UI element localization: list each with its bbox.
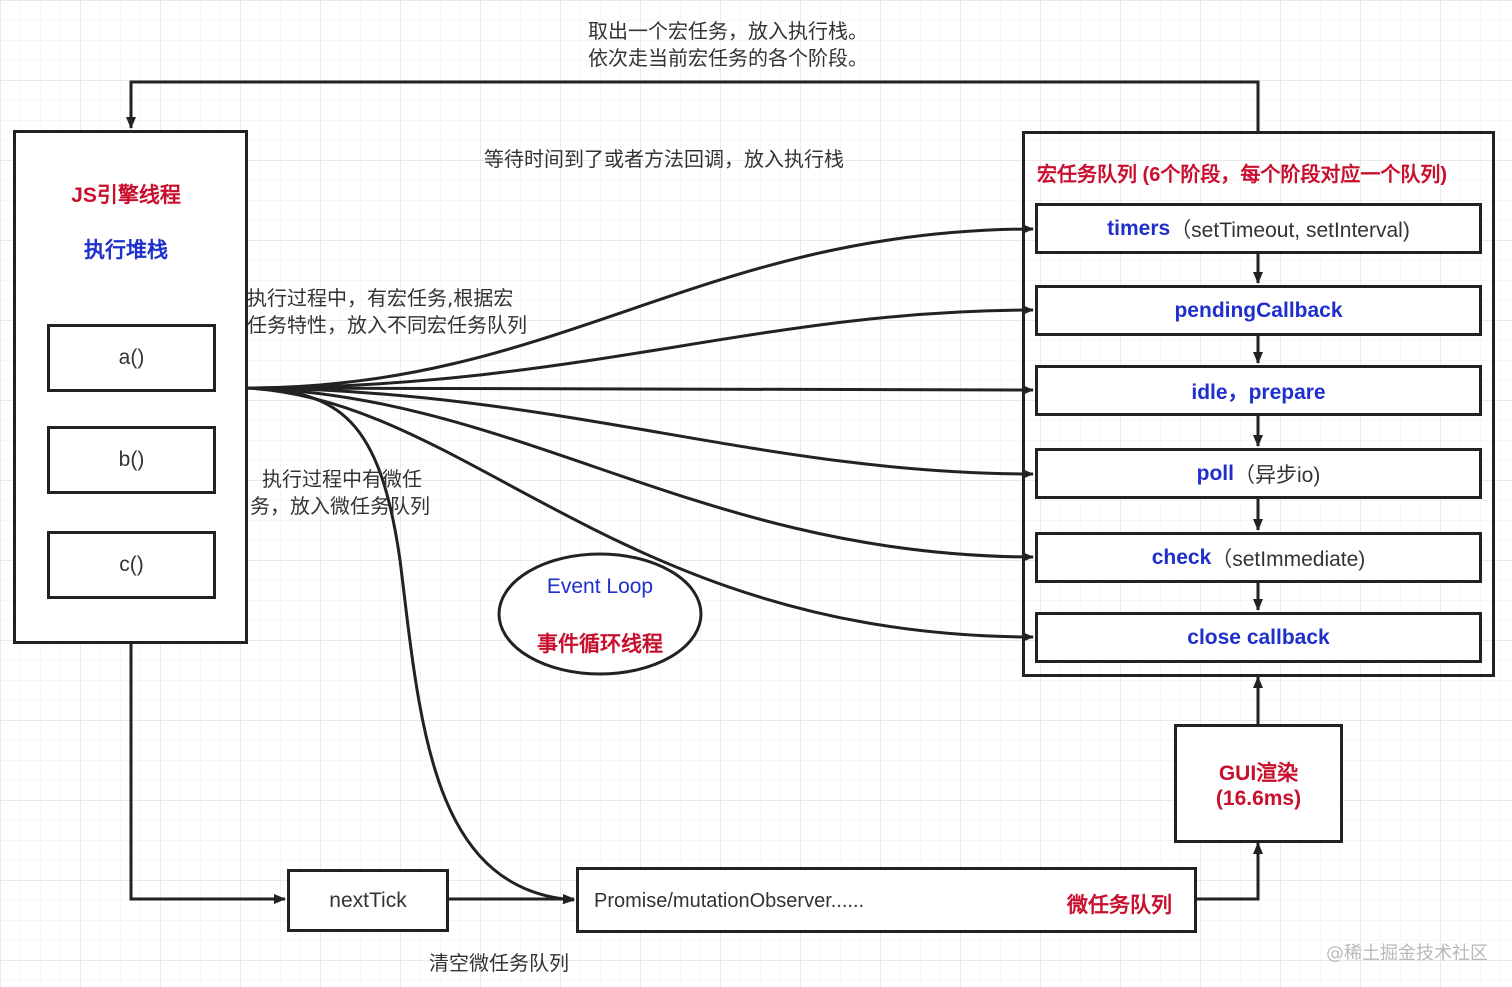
arrow-to-close [246,386,1034,642]
clear-note: 清空微任务队列 [429,951,569,975]
arrow-to-timers [246,224,1034,390]
stack-frame-b: b() [47,426,216,494]
top-note-line1: 取出一个宏任务，放入执行栈。 [588,19,868,43]
micro-note-line1: 执行过程中有微任 [262,467,422,491]
js-engine-subtitle: 执行堆栈 [84,239,168,262]
macro-note-line1: 执行过程中，有宏任务,根据宏 [247,286,514,310]
phase-idle-prepare: idle，prepare [1035,365,1482,416]
phase-name: close callback [1187,625,1330,649]
phase-poll: poll （异步io) [1035,448,1482,499]
macro-queue-box: 宏任务队列 (6个阶段，每个阶段对应一个队列) [1022,131,1495,677]
event-loop-ellipse [497,552,703,676]
phase-name: poll [1196,461,1234,485]
next-tick-label: nextTick [329,888,407,912]
stack-frame-label: a() [118,346,145,369]
phase-pending-callback: pendingCallback [1035,285,1482,336]
stack-frame-c: c() [47,531,216,599]
gui-render-interval: (16.6ms) [1215,786,1302,810]
arrow-to-idle [246,384,1034,395]
stack-frame-label: b() [118,448,145,471]
phase-name: idle，prepare [1191,380,1326,404]
phase-name: timers [1107,216,1171,240]
phase-timers: timers （setTimeout, setInterval) [1035,203,1482,254]
arrow-to-check [246,386,1034,562]
macro-queue-title: 宏任务队列 (6个阶段，每个阶段对应一个队列) [1037,164,1447,186]
arrow-micro-to-gui [1196,842,1263,901]
gui-render-box: GUI渲染 (16.6ms) [1174,724,1343,843]
micro-queue-content: Promise/mutationObserver...... [594,890,865,912]
top-note: 取出一个宏任务，放入执行栈。 依次走当前宏任务的各个阶段。 [588,18,868,72]
js-engine-title: JS引擎线程 [71,184,181,207]
top-note-line2: 依次走当前宏任务的各个阶段。 [588,46,868,70]
next-tick-box: nextTick [287,869,449,932]
micro-note: 执行过程中有微任 务，放入微任务队列 [250,466,430,520]
macro-note: 执行过程中，有宏任务,根据宏 任务特性，放入不同宏任务队列 [247,285,527,339]
stack-frame-label: c() [119,553,144,576]
loop-back-arrow [126,80,1260,131]
phase-detail: （setImmediate) [1211,547,1366,571]
event-loop-title: Event Loop [546,575,654,598]
phase-detail: （异步io) [1233,463,1321,487]
event-loop-subtitle: 事件循环线程 [537,633,663,656]
arrow-to-micro-queue [246,386,575,905]
micro-note-line2: 务，放入微任务队列 [250,494,430,518]
arrow-to-pending [246,305,1034,390]
phase-close-callback: close callback [1035,612,1482,663]
stack-frame-a: a() [47,324,216,392]
arrow-to-nexttick [129,643,286,904]
arrow-to-poll [246,386,1034,479]
phase-name: check [1151,545,1212,569]
wait-note: 等待时间到了或者方法回调，放入执行栈 [484,147,844,171]
macro-note-line2: 任务特性，放入不同宏任务队列 [247,313,527,337]
gui-render-label: GUI渲染 [1218,761,1299,785]
micro-queue-box: Promise/mutationObserver...... 微任务队列 [576,867,1197,933]
phase-detail: （setTimeout, setInterval) [1170,218,1410,242]
phase-name: pendingCallback [1174,298,1343,322]
phase-check: check （setImmediate) [1035,532,1482,583]
watermark: @稀土掘金技术社区 [1326,943,1488,964]
micro-queue-label: 微任务队列 [1067,894,1172,917]
